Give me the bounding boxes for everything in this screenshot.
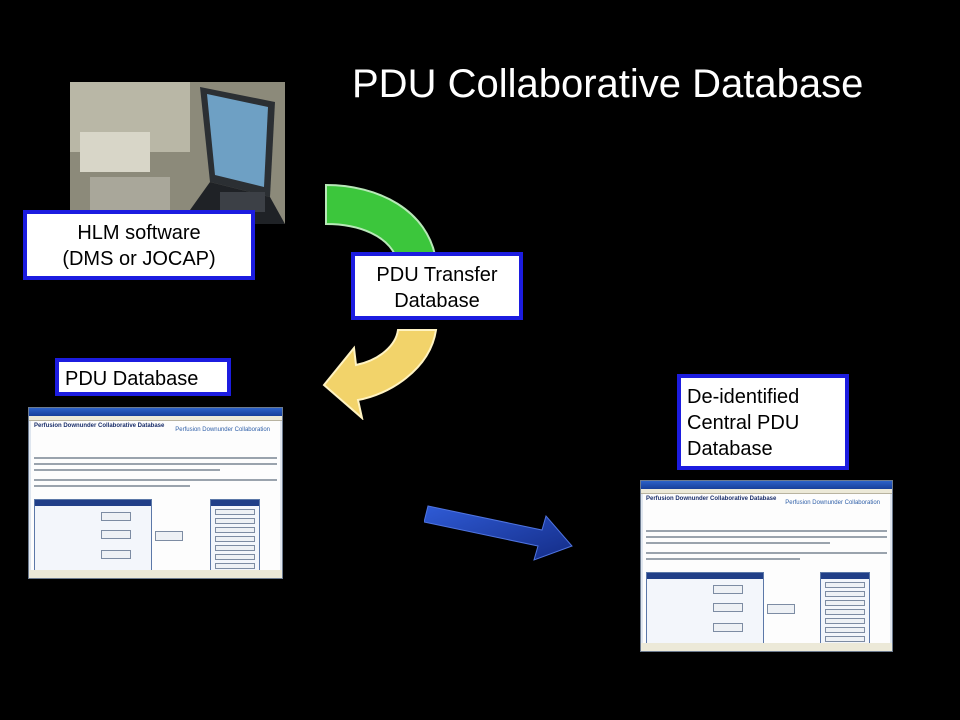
thumbnail-heading: Perfusion Downunder Collaborative Databa… [34,423,165,429]
blue-arrow [424,505,573,561]
hlm-software-callout: HLM software (DMS or JOCAP) [23,210,255,280]
thumbnail-heading: Perfusion Downunder Collaborative Databa… [646,496,777,502]
thumbnail-menubar [641,489,892,494]
yellow-arrow [322,329,438,420]
hlm-callout-line1: HLM software [77,222,201,244]
thumbnail-button [713,603,743,612]
slide-title: PDU Collaborative Database [352,62,864,106]
thumbnail-options-panel [34,499,152,577]
transfer-callout-line1: PDU Transfer [376,264,498,286]
hlm-laptop-photo [70,82,285,224]
thumbnail-body: Perfusion Downunder Collaborative Databa… [31,421,280,578]
central-callout-line1: De-identified [687,386,800,408]
thumbnail-exit-button [155,531,183,541]
pdu-callout-label: PDU Database [65,368,199,390]
green-arrow [325,183,438,264]
thumbnail-body: Perfusion Downunder Collaborative Databa… [643,494,890,651]
central-database-screenshot: Perfusion Downunder Collaborative Databa… [640,480,893,652]
thumbnail-admin-panel [210,499,260,578]
hlm-callout-line2: (DMS or JOCAP) [62,248,216,270]
thumbnail-titlebar [641,481,892,489]
thumbnail-logo: Perfusion Downunder Collaboration [175,427,270,433]
thumbnail-button [713,623,743,632]
thumbnail-text-line [646,536,887,538]
thumbnail-titlebar [29,408,282,416]
thumbnail-exit-button [767,604,795,614]
thumbnail-button [101,550,131,559]
thumbnail-text-line [34,485,190,487]
pdu-transfer-callout: PDU Transfer Database [351,252,523,320]
central-callout-line2: Central PDU [687,412,800,434]
thumbnail-button [101,512,131,521]
thumbnail-logo: Perfusion Downunder Collaboration [785,500,880,506]
thumbnail-statusbar [641,643,892,651]
thumbnail-text-line [34,457,277,459]
thumbnail-button [101,530,131,539]
central-callout-line3: Database [687,438,773,460]
pdu-database-screenshot: Perfusion Downunder Collaborative Databa… [28,407,283,579]
thumbnail-text-line [646,530,887,532]
central-database-callout: De-identified Central PDU Database [677,374,849,470]
thumbnail-text-line [646,542,830,544]
thumbnail-options-panel [646,572,764,650]
pdu-database-callout: PDU Database [55,358,231,396]
thumbnail-statusbar [29,570,282,578]
thumbnail-admin-panel [820,572,870,651]
thumbnail-text-line [646,552,887,554]
thumbnail-text-line [34,463,277,465]
thumbnail-text-line [646,558,800,560]
thumbnail-text-line [34,469,220,471]
transfer-callout-line2: Database [394,290,480,312]
thumbnail-menubar [29,416,282,421]
thumbnail-button [713,585,743,594]
thumbnail-text-line [34,479,277,481]
